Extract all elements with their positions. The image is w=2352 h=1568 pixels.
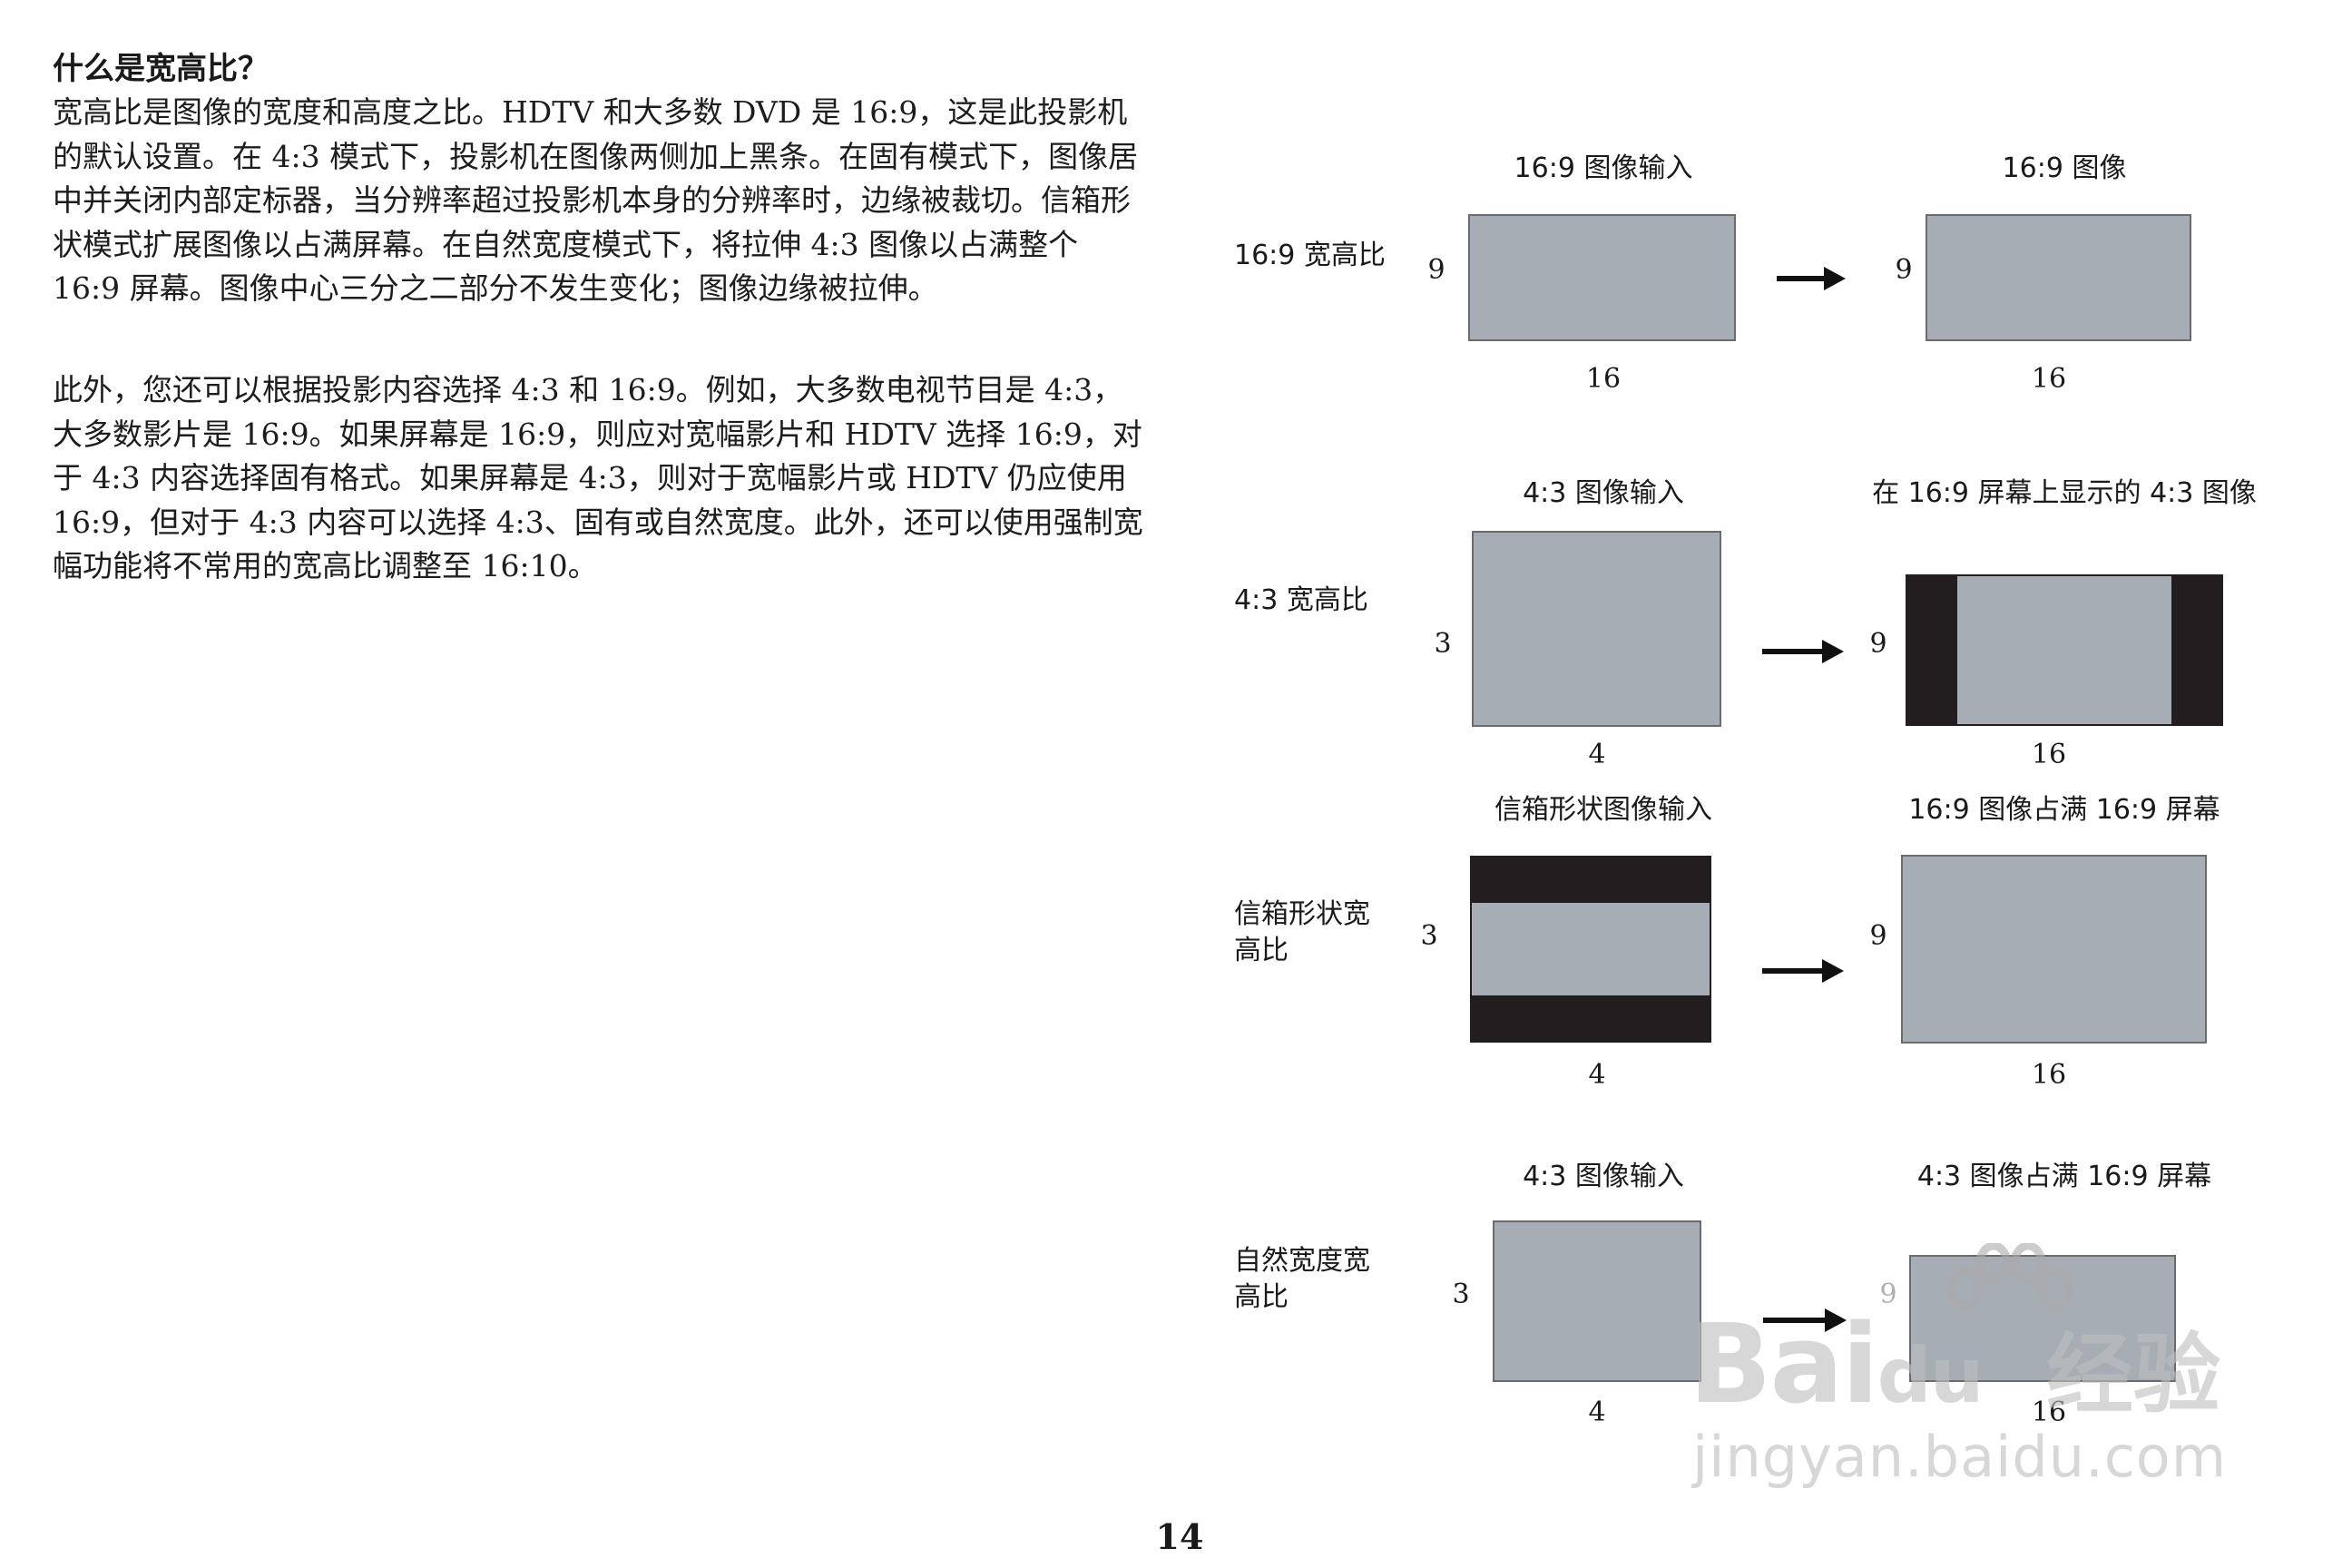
- input-width-label: 4: [1588, 739, 1606, 770]
- output-height-label: 9: [1869, 628, 1887, 660]
- output-caption-16x9: 16:9 图像: [2002, 152, 2127, 184]
- input-image-16x9: [1468, 214, 1736, 341]
- input-image-4x3: [1472, 531, 1721, 727]
- input-height-label: 3: [1420, 920, 1438, 952]
- output-height-label: 9: [1869, 920, 1887, 952]
- row-label-letterbox: 信箱形状宽 高比: [1234, 898, 1370, 966]
- input-caption-natural-wide: 4:3 图像输入: [1523, 1161, 1684, 1192]
- arrow-right-icon: [1762, 640, 1844, 663]
- row-label-natural-wide: 自然宽度宽 高比: [1234, 1245, 1370, 1313]
- output-image-16x9: [1926, 214, 2191, 341]
- bottom-black-bar: [1472, 995, 1710, 1041]
- page-number: 14: [1155, 1516, 1204, 1557]
- input-height-label: 9: [1427, 254, 1446, 286]
- paragraph-1: 宽高比是图像的宽度和高度之比。HDTV 和大多数 DVD 是 16:9，这是此投…: [53, 94, 1139, 306]
- input-caption-4x3: 4:3 图像输入: [1523, 477, 1684, 509]
- input-width-label: 4: [1588, 1059, 1606, 1091]
- output-caption-4x3: 在 16:9 屏幕上显示的 4:3 图像: [1872, 477, 2257, 509]
- output-height-label: 9: [1879, 1279, 1897, 1310]
- centered-image-area: [1957, 576, 2171, 724]
- arrow-right-icon: [1777, 267, 1846, 290]
- section-heading: 什么是宽高比？: [53, 51, 269, 87]
- output-width-label: 16: [2031, 739, 2067, 770]
- input-width-label: 16: [1585, 363, 1622, 395]
- watermark-url: jingyan.baidu.com: [1692, 1424, 2228, 1490]
- input-caption-16x9: 16:9 图像输入: [1514, 152, 1693, 184]
- output-width-label: 16: [2031, 363, 2067, 395]
- paragraph-2: 此外，您还可以根据投影内容选择 4:3 和 16:9。例如，大多数电视节目是 4…: [53, 372, 1143, 583]
- letterbox-image-area: [1472, 903, 1710, 995]
- output-caption-natural-wide: 4:3 图像占满 16:9 屏幕: [1916, 1161, 2212, 1192]
- output-height-label: 9: [1895, 254, 1913, 286]
- input-caption-letterbox: 信箱形状图像输入: [1494, 794, 1712, 826]
- output-image-stretched: [1909, 1255, 2176, 1382]
- input-width-label: 4: [1588, 1396, 1606, 1428]
- left-black-bar: [1907, 576, 1957, 724]
- row-label-4x3: 4:3 宽高比: [1234, 584, 1368, 616]
- output-width-label: 16: [2031, 1059, 2067, 1091]
- output-width-label: 16: [2031, 1396, 2067, 1428]
- input-image-4x3-natural: [1493, 1220, 1701, 1382]
- input-height-label: 3: [1434, 628, 1452, 660]
- output-image-filled: [1901, 855, 2207, 1044]
- top-black-bar: [1472, 858, 1710, 903]
- row-label-16x9: 16:9 宽高比: [1234, 240, 1386, 271]
- output-caption-letterbox: 16:9 图像占满 16:9 屏幕: [1908, 794, 2220, 826]
- input-height-label: 3: [1452, 1279, 1470, 1310]
- arrow-right-icon: [1762, 959, 1844, 983]
- arrow-right-icon: [1763, 1308, 1847, 1332]
- right-black-bar: [2171, 576, 2221, 724]
- output-image-pillarbox: [1906, 574, 2223, 726]
- input-image-letterbox: [1470, 856, 1711, 1043]
